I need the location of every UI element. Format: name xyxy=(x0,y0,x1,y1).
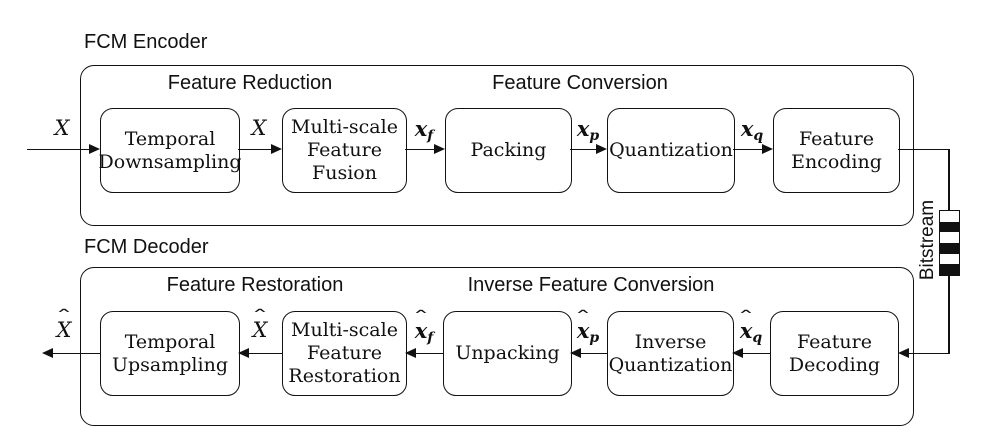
signal-subscript: q xyxy=(753,128,764,144)
block-label-line: Multi-scale xyxy=(291,116,398,138)
arrow-line-output xyxy=(53,352,100,354)
arrowhead-right-icon xyxy=(596,144,607,155)
arrowhead-right-icon xyxy=(89,144,100,155)
block-label-line: Feature xyxy=(799,127,874,150)
arrowhead-left-icon xyxy=(405,348,416,359)
bitstream-bit-off xyxy=(940,232,959,243)
block-multiscale-feature-fusion: Multi-scale Feature Fusion xyxy=(282,108,407,193)
arrow-line-downsampled xyxy=(238,148,272,150)
signal-label-xp: xp xyxy=(558,116,618,144)
arrow-line-upsample-in xyxy=(249,352,282,354)
signal-base: X xyxy=(251,116,267,140)
block-packing: Packing xyxy=(445,108,572,193)
arrowhead-left-icon xyxy=(570,348,581,359)
signal-label-xq: xq xyxy=(722,116,782,144)
arrow-line-quantized xyxy=(733,148,763,150)
block-multiscale-feature-restoration: Multi-scale Feature Restoration xyxy=(282,311,407,396)
block-label-line: Unpacking xyxy=(455,342,560,364)
signal-subscript: p xyxy=(589,330,600,346)
bitstream-bit-off xyxy=(940,211,959,222)
arrowhead-right-icon xyxy=(271,144,282,155)
block-label-line: Decoding xyxy=(788,353,881,376)
signal-label-x-downsampled: X xyxy=(229,116,289,140)
bitstream-bit-off xyxy=(940,254,959,265)
block-temporal-upsampling: Temporal Upsampling xyxy=(100,311,240,396)
block-label-line: Temporal xyxy=(124,127,216,150)
block-label-line: Feature xyxy=(797,330,872,353)
arrowhead-left-icon xyxy=(898,348,909,359)
arrow-line-restored xyxy=(416,352,443,354)
block-label-line: Fusion xyxy=(312,162,377,184)
block-unpacking: Unpacking xyxy=(443,311,572,396)
bitstream-bit-on xyxy=(940,264,959,276)
decoder-section-inverse-feature-conversion: Inverse Feature Conversion xyxy=(467,274,715,296)
block-label-line: Upsampling xyxy=(112,353,228,376)
signal-subscript: f xyxy=(427,128,434,144)
block-label-line: Restoration xyxy=(288,365,401,387)
hat-glyph: ˆ xyxy=(737,307,755,329)
encoder-section-feature-reduction: Feature Reduction xyxy=(167,72,333,94)
hat-glyph: ˆ xyxy=(251,306,269,328)
arrow-line-input xyxy=(27,148,90,150)
signal-label-xf: xf xyxy=(394,116,454,144)
hat-glyph: ˆ xyxy=(412,307,430,329)
arrow-line-fused xyxy=(405,148,435,150)
block-label-line: Quantization xyxy=(608,353,733,376)
encoder-section-feature-conversion: Feature Conversion xyxy=(492,72,668,94)
decoder-container-box xyxy=(80,267,914,426)
bitstream-line-top xyxy=(898,148,950,150)
block-label-line: Quantization xyxy=(609,139,733,161)
arrow-line-dequantized xyxy=(743,352,770,354)
hat-glyph: ˆ xyxy=(55,306,73,328)
arrow-line-unpacked xyxy=(581,352,607,354)
arrowhead-left-icon xyxy=(238,348,249,359)
signal-subscript: q xyxy=(752,330,763,346)
decoder-title: FCM Decoder xyxy=(84,236,209,258)
hat-glyph: ˆ xyxy=(574,307,592,329)
signal-base: x xyxy=(740,116,754,141)
block-label-line: Feature xyxy=(307,139,382,161)
signal-subscript: f xyxy=(427,330,434,346)
signal-base: x xyxy=(739,318,753,343)
arrow-line-packed xyxy=(570,148,597,150)
block-feature-encoding: Feature Encoding xyxy=(773,108,900,193)
signal-base: x xyxy=(576,318,590,343)
signal-base: X xyxy=(56,318,72,342)
arrowhead-left-icon xyxy=(42,348,53,359)
signal-base: x xyxy=(414,318,428,343)
block-feature-decoding: Feature Decoding xyxy=(770,311,899,396)
bitstream-bit-on xyxy=(940,221,959,233)
signal-label-input-x: X xyxy=(32,116,92,140)
signal-base: X xyxy=(54,116,70,140)
bitstream-line-bottom xyxy=(909,352,950,354)
block-quantization: Quantization xyxy=(607,108,735,193)
arrowhead-right-icon xyxy=(434,144,445,155)
arrowhead-right-icon xyxy=(762,144,773,155)
encoder-container-box xyxy=(80,65,914,226)
block-label-line: Encoding xyxy=(791,150,882,173)
bitstream-bar-icon xyxy=(939,210,960,276)
signal-base: x xyxy=(414,116,428,141)
signal-base: X xyxy=(252,318,268,342)
block-label-line: Temporal xyxy=(124,330,216,353)
arrowhead-left-icon xyxy=(732,348,743,359)
block-label-line: Feature xyxy=(307,342,382,364)
block-temporal-downsampling: Temporal Downsampling xyxy=(98,108,242,193)
encoder-title: FCM Encoder xyxy=(84,31,208,53)
signal-subscript: p xyxy=(589,128,600,144)
decoder-section-feature-restoration: Feature Restoration xyxy=(166,274,344,296)
block-inverse-quantization: Inverse Quantization xyxy=(607,311,734,396)
block-label-line: Downsampling xyxy=(98,150,242,173)
block-label-line: Multi-scale xyxy=(291,319,398,341)
bitstream-label: Bitstream xyxy=(917,199,938,281)
block-label-line: Inverse xyxy=(634,330,707,353)
signal-base: x xyxy=(576,116,590,141)
bitstream-bit-on xyxy=(940,243,959,254)
block-label-line: Packing xyxy=(470,139,547,161)
